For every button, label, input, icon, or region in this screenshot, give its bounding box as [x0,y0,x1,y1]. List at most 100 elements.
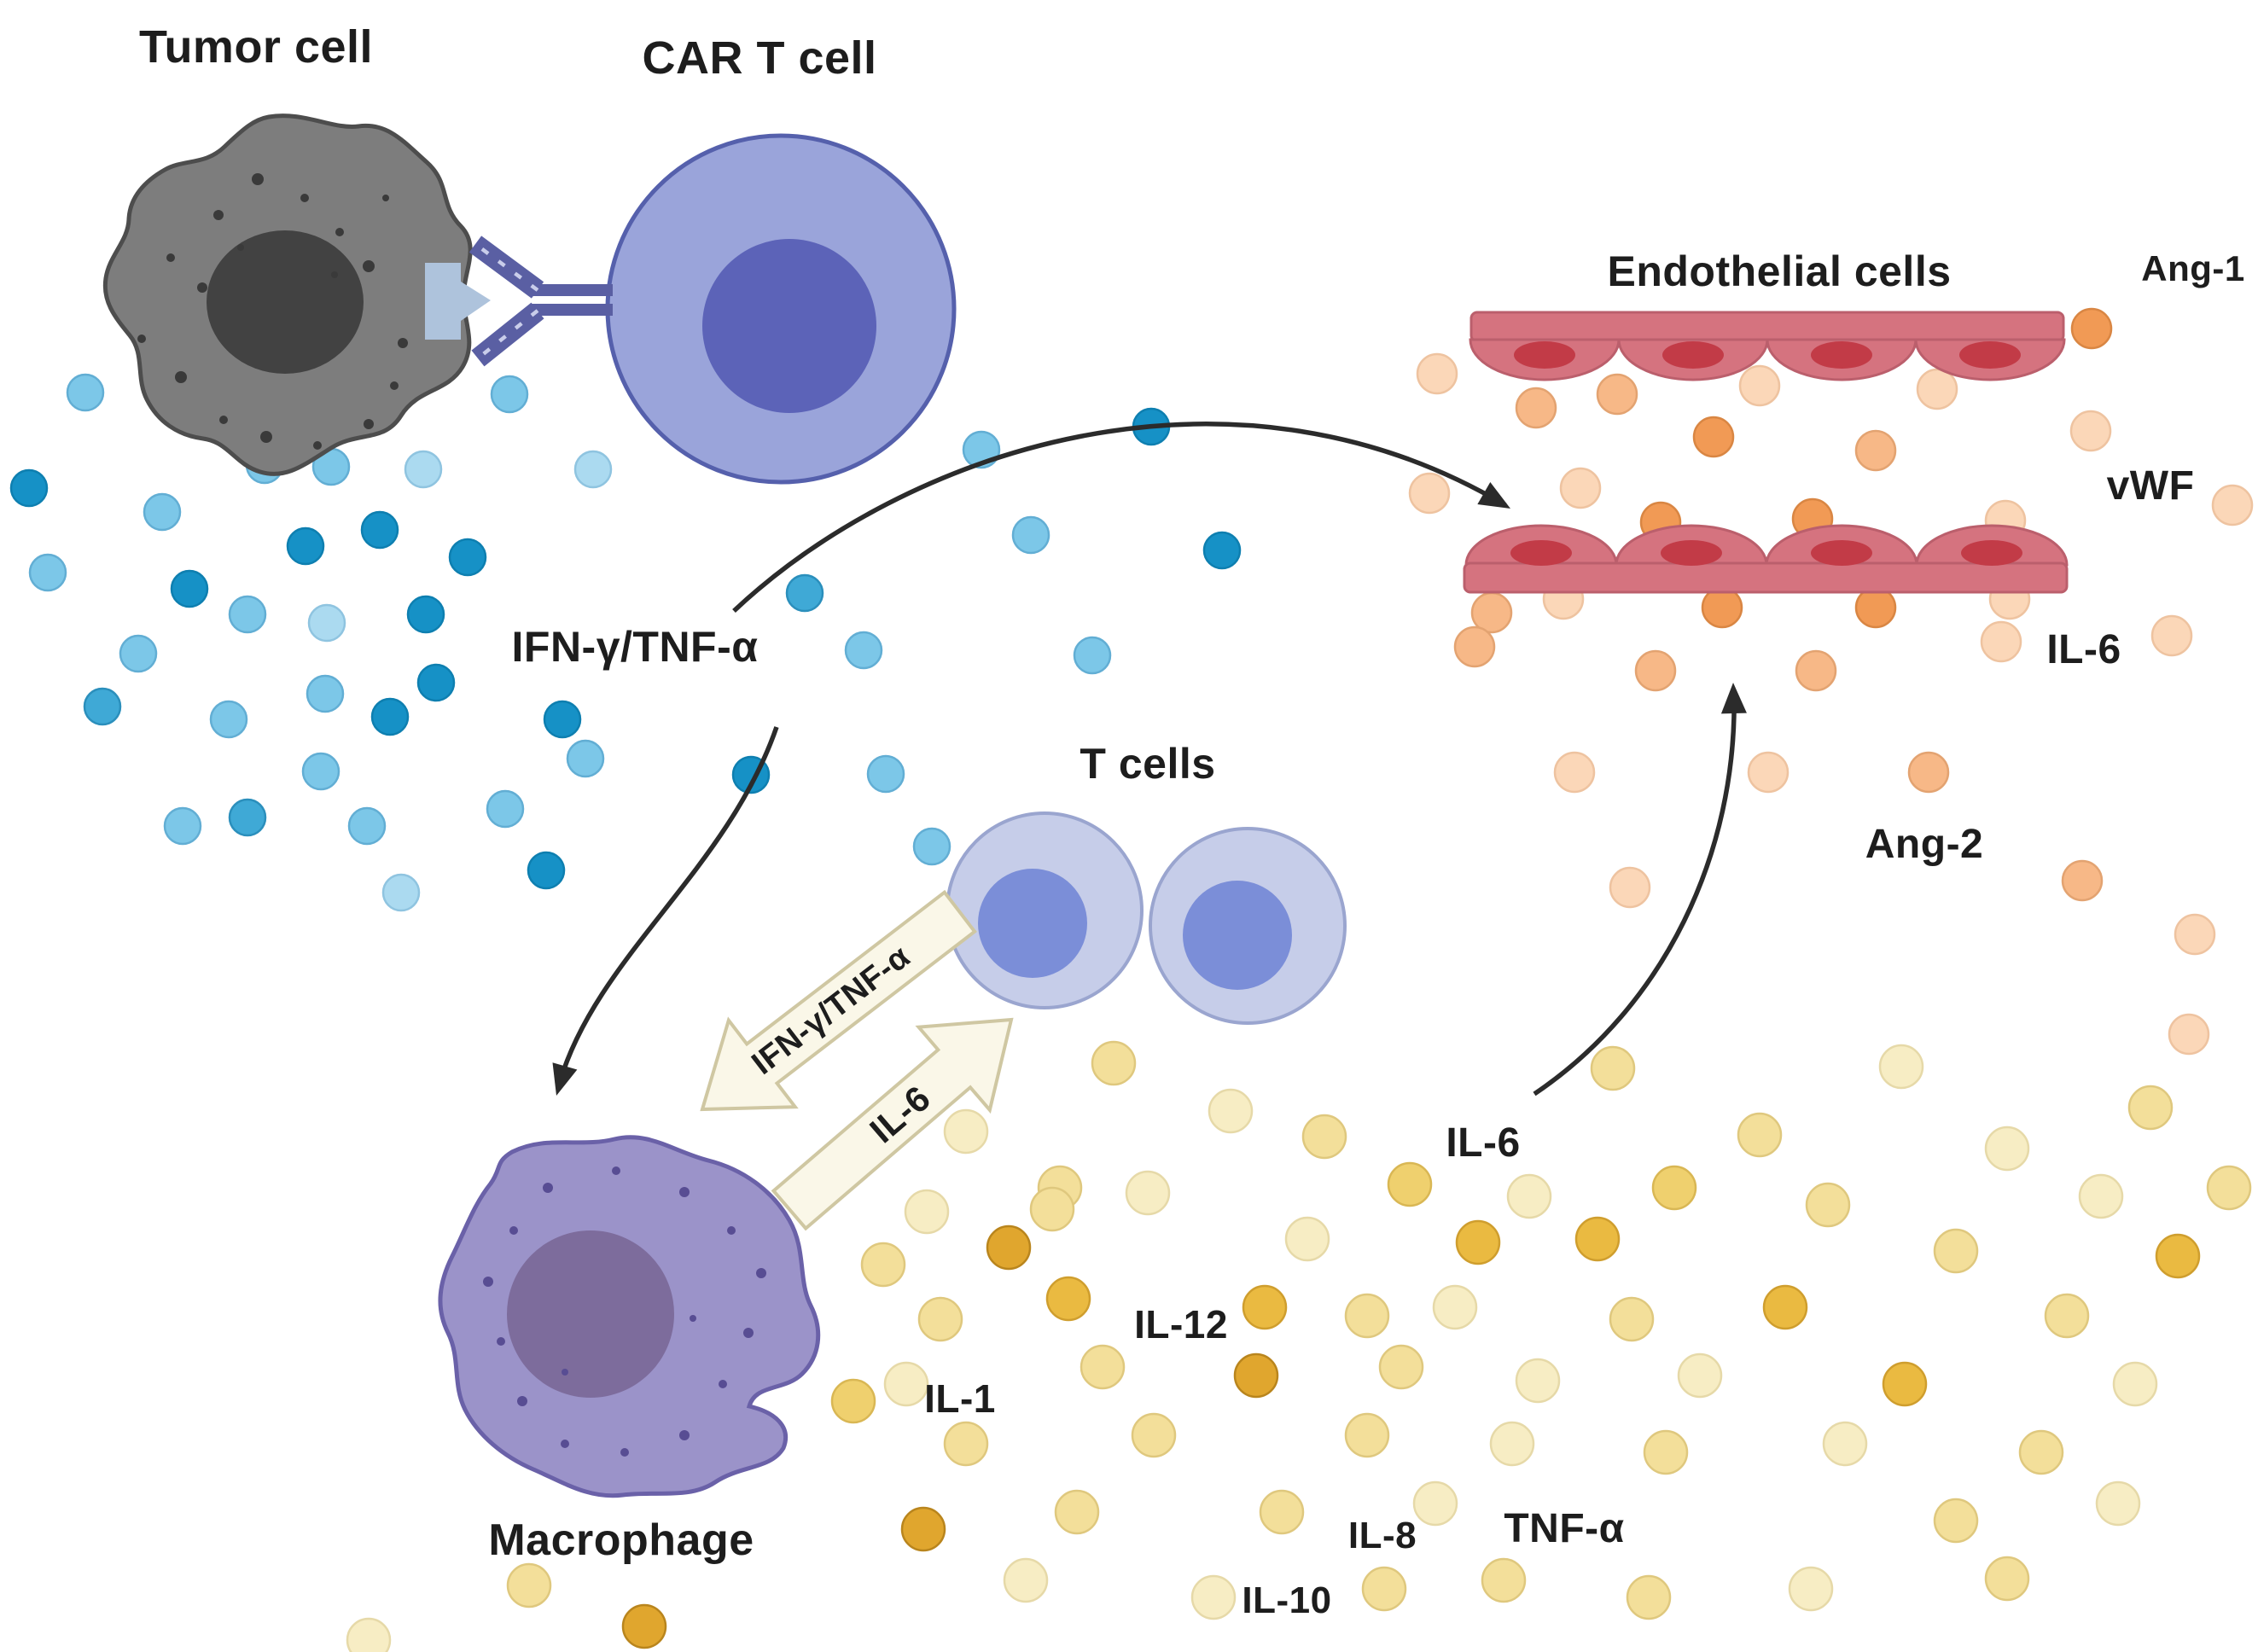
yellow-cytokine-dot [506,1562,552,1608]
blue-cytokine-dot [360,510,399,550]
blue-cytokine-dot [286,526,325,566]
blue-cytokine-dot [1011,515,1050,555]
yellow-cytokine-dot [2018,1429,2064,1475]
yellow-cytokine-dot [1344,1412,1390,1458]
yellow-cytokine-dot [1412,1480,1458,1527]
yellow-cytokine-dot [1506,1173,1552,1219]
blue-cytokine-dot [566,739,605,778]
endothelial-cells-label: Endothelial cells [1607,247,1952,295]
yellow-cytokine-dot [621,1603,667,1649]
orange-cytokine-dot [2069,410,2112,452]
yellow-cytokine-dot [1574,1216,1621,1262]
yellow-cytokine-dot [1045,1276,1091,1322]
yellow-cytokine-dot [1054,1489,1100,1535]
orange-cytokine-dot [1701,586,1743,629]
blue-cytokine-dot [404,450,443,489]
blue-cytokine-dot [406,595,445,634]
ang-2-label: Ang-2 [1865,822,1984,867]
blue-cytokine-dot [228,595,267,634]
t-cells-pair [946,811,1347,1025]
car-t-cell [605,133,957,485]
blue-cytokine-dot [163,806,202,846]
yellow-cytokine-dot [943,1108,989,1155]
yellow-cytokine-dot [1762,1284,1808,1330]
orange-cytokine-dot [1854,429,1897,472]
il-6-vessel-label: IL-6 [2046,627,2121,672]
blue-cytokine-dot [28,553,67,592]
ifn-block-arrow-icon [700,889,977,1112]
blue-cytokine-dot [228,798,267,837]
car-t-cell-nucleus [702,239,876,413]
yellow-cytokine-dot [1626,1574,1672,1620]
tumor-cell-label: Tumor cell [138,21,374,73]
orange-cytokine-dot [1416,352,1458,395]
yellow-cytokine-dot [1489,1421,1535,1467]
orange-cytokine-dot [1408,472,1451,515]
yellow-cytokine-dot [1984,1556,2030,1602]
yellow-cytokine-dot [1933,1228,1979,1274]
il6-block-arrow-icon [771,1017,1014,1231]
blue-cytokine-dot [1073,636,1112,675]
yellow-cytokine-dot [1378,1344,1424,1390]
yellow-cytokine-dot [1677,1352,1723,1399]
orange-cytokine-dot [1609,866,1651,909]
macrophage-label: Macrophage [488,1515,754,1565]
yellow-cytokine-dot [2112,1361,2158,1407]
orange-cytokine-dot [1916,368,1958,410]
yellow-cytokine-dot [904,1189,950,1235]
blue-cytokine-dot [416,663,456,702]
blue-cytokine-dot [866,754,905,794]
macrophage-nucleus [507,1230,674,1398]
blue-cytokine-dot [486,789,525,829]
blue-cytokine-dot [1202,531,1242,570]
orange-cytokine-dot [1634,649,1677,692]
blue-cytokine-dot [9,468,49,508]
yellow-cytokine-dot [346,1617,392,1652]
yellow-cytokine-dot [2206,1165,2252,1211]
orange-cytokine-dot [1795,649,1837,692]
yellow-cytokine-dot [1029,1186,1075,1232]
yellow-cytokine-dot [1190,1574,1237,1620]
ifn-tnf-main-label: IFN-γ/TNF-α [511,623,759,671]
yellow-cytokine-dot [1301,1114,1347,1160]
yellow-cytokine-dot [1455,1219,1501,1265]
tumor-cell-speckles [137,173,408,450]
orange-cytokine-dot [1692,416,1735,458]
blue-cytokine-dot [370,697,410,736]
yellow-cytokine-dot [1481,1557,1527,1603]
tumor-cell-nucleus [207,230,364,374]
yellow-cytokine-dot [1125,1170,1171,1216]
yellow-cytokine-dot [1208,1088,1254,1134]
blue-cytokine-dot [170,569,209,608]
yellow-cytokine-dot [1882,1361,1928,1407]
orange-cytokine-dot [2150,614,2193,657]
car-receptor-icon [468,236,613,367]
arrow-il6-to-endothelium-icon [1533,683,1747,1096]
blue-cytokine-dot [381,873,421,912]
il-1-label: IL-1 [924,1376,996,1421]
blue-cytokine-dot [143,492,182,532]
orange-cytokine-dot [1596,373,1638,416]
yellow-cytokine-dot [1259,1489,1305,1535]
yellow-cytokine-dot [900,1506,946,1552]
yellow-cytokine-dot [2044,1293,2090,1339]
blue-cytokine-dot [209,700,248,739]
t-cells-label: T cells [1080,740,1216,788]
yellow-cytokine-dot [917,1296,963,1342]
tnf-a-label: TNF-α [1504,1506,1625,1551]
yellow-cytokine-dot [1131,1412,1177,1458]
orange-cytokine-dot [2174,913,2216,956]
blue-cytokine-dot [527,851,566,890]
yellow-cytokine-dot [1233,1352,1279,1399]
yellow-cytokine-dot [2127,1085,2174,1131]
arrow-cytokines-to-macrophage-icon [552,726,779,1096]
orange-cytokine-dot [1738,364,1781,407]
yellow-cytokine-dot [1805,1182,1851,1228]
yellow-cytokine-dot [1822,1421,1868,1467]
vwf-label: vWF [2106,463,2195,509]
orange-cytokine-dot [1559,467,1602,509]
il-8-label: IL-8 [1347,1515,1417,1556]
blue-cytokine-dot [119,634,158,673]
